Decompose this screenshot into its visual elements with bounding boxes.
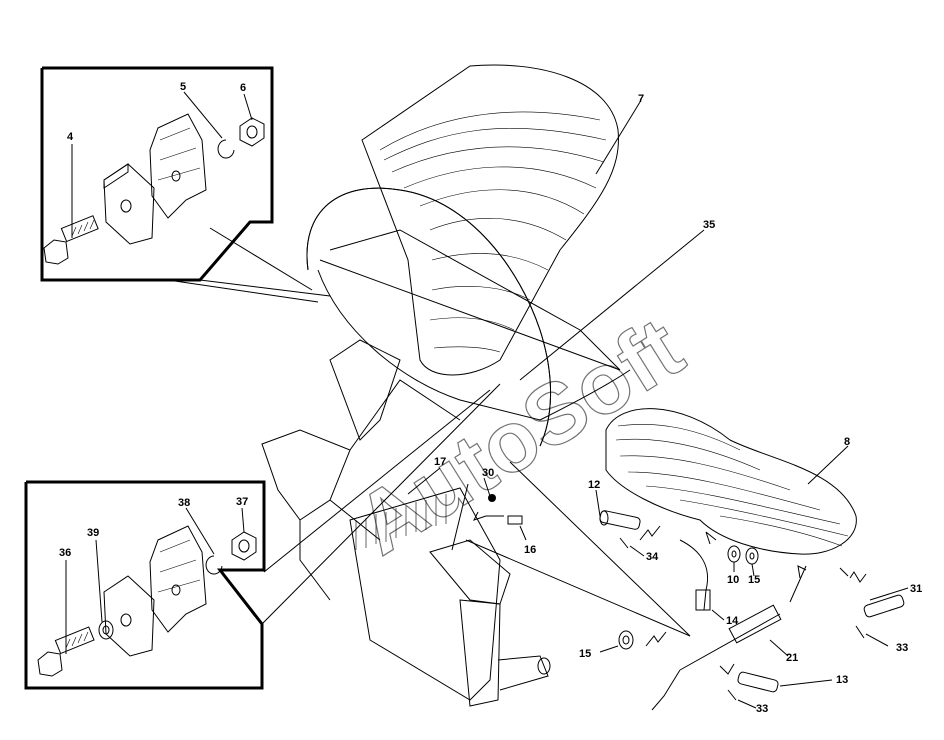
callout-21: 21 bbox=[786, 652, 798, 664]
callout-33-lower: 33 bbox=[756, 703, 768, 715]
callout-6: 6 bbox=[240, 82, 246, 94]
callout-39: 39 bbox=[87, 527, 99, 539]
bolt-4-drawing bbox=[43, 215, 99, 265]
callout-35: 35 bbox=[703, 219, 715, 231]
callout-38: 38 bbox=[178, 497, 190, 509]
watermark-text: AutoSoft bbox=[340, 299, 699, 573]
callout-16: 16 bbox=[524, 544, 536, 556]
callout-7: 7 bbox=[638, 93, 644, 105]
callout-13: 13 bbox=[836, 674, 848, 686]
hopper-assembly bbox=[261, 64, 631, 707]
callout-31: 31 bbox=[910, 583, 922, 595]
callout-5: 5 bbox=[180, 81, 186, 93]
callout-15-upper: 15 bbox=[748, 574, 760, 586]
callout-36: 36 bbox=[59, 547, 71, 559]
callout-14: 14 bbox=[726, 615, 739, 627]
callout-12: 12 bbox=[588, 479, 600, 491]
upper-inset-box bbox=[40, 66, 331, 303]
callout-15-lower: 15 bbox=[579, 648, 591, 660]
bolt-36-drawing bbox=[37, 626, 95, 677]
callout-4: 4 bbox=[67, 131, 74, 143]
callout-30: 30 bbox=[482, 467, 494, 479]
callout-10: 10 bbox=[727, 574, 739, 586]
callout-17: 17 bbox=[434, 456, 446, 468]
callout-8: 8 bbox=[844, 436, 850, 448]
lower-inset-box bbox=[24, 383, 501, 690]
callout-33-right: 33 bbox=[896, 642, 908, 654]
spreader-disc-8 bbox=[605, 408, 857, 555]
callout-34: 34 bbox=[646, 551, 659, 563]
linkage-hardware bbox=[465, 461, 909, 711]
main-leaders bbox=[407, 101, 849, 541]
callout-37: 37 bbox=[236, 496, 248, 508]
callout-labels: 4 5 6 7 35 8 17 30 16 38 37 39 36 12 34 … bbox=[59, 81, 922, 715]
